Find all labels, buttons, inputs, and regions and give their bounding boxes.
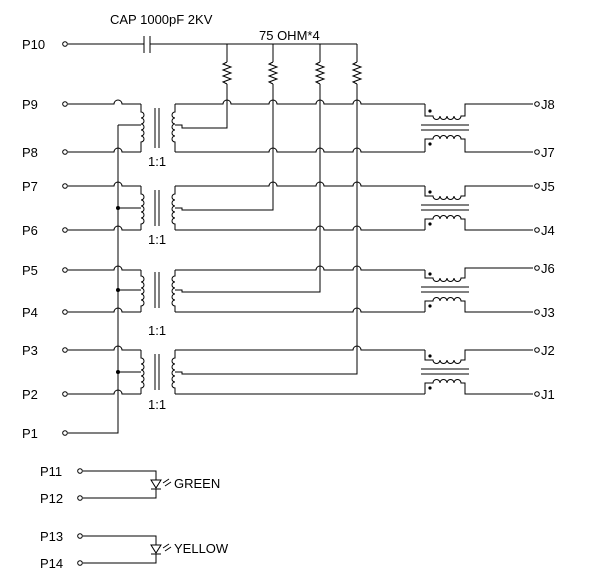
pin-label-p7: P7: [22, 179, 38, 194]
trace-p3: [68, 345, 425, 351]
pin-label-j3: J3: [541, 305, 555, 320]
trace-p9: [68, 99, 425, 105]
pin-terminal-p4: [62, 309, 68, 315]
pin-terminal-j8: [534, 101, 540, 107]
transformer-2: 1:1: [140, 103, 274, 247]
ratio-label-4: 1:1: [148, 397, 166, 412]
trace-p7: [68, 181, 425, 187]
green-led-label: GREEN: [174, 476, 220, 491]
yellow-led-label: YELLOW: [174, 541, 229, 556]
ratio-label-2: 1:1: [148, 232, 166, 247]
resistor-network: [221, 44, 363, 103]
ratio-label-3: 1:1: [148, 323, 166, 338]
pin-label-p3: P3: [22, 343, 38, 358]
pin-terminal-p1: [62, 430, 68, 436]
pin-terminal-j4: [534, 227, 540, 233]
choke-4: [421, 349, 533, 395]
pin-label-p13: P13: [40, 529, 63, 544]
pin-terminal-j2: [534, 347, 540, 353]
transformer-1: 1:1: [140, 103, 228, 169]
pin-terminal-p5: [62, 267, 68, 273]
pin-label-p6: P6: [22, 223, 38, 238]
pin-terminal-p11: [77, 468, 83, 474]
choke-2: [421, 185, 533, 231]
left-pins: P10 P9 P8 P7 P6 P5 P4 P3 P2 P1 P11 P12 P…: [22, 37, 83, 571]
pin-label-p12: P12: [40, 491, 63, 506]
trace-p6: [68, 225, 425, 231]
pin-terminal-j7: [534, 149, 540, 155]
pin-terminal-p3: [62, 347, 68, 353]
pin-terminal-j6: [534, 265, 540, 271]
pin-terminal-p6: [62, 227, 68, 233]
pin-terminal-p13: [77, 533, 83, 539]
pin-terminal-p9: [62, 101, 68, 107]
pin-terminal-j1: [534, 391, 540, 397]
pin-label-j6: J6: [541, 261, 555, 276]
trace-p1: [68, 420, 119, 434]
green-led: GREEN: [83, 470, 220, 499]
pin-label-j7: J7: [541, 145, 555, 160]
trace-p8: [68, 147, 425, 153]
pin-terminal-j5: [534, 183, 540, 189]
pin-terminal-j3: [534, 309, 540, 315]
ratio-label-1: 1:1: [148, 154, 166, 169]
pin-terminal-p10: [62, 41, 68, 47]
pin-label-p8: P8: [22, 145, 38, 160]
signal-lines: [68, 99, 425, 434]
capacitor-label: CAP 1000pF 2KV: [110, 12, 213, 27]
pin-terminal-p8: [62, 149, 68, 155]
resistor-4: [351, 44, 363, 103]
pin-label-p9: P9: [22, 97, 38, 112]
pin-terminal-p2: [62, 391, 68, 397]
pin-terminal-p14: [77, 560, 83, 566]
pin-terminal-p7: [62, 183, 68, 189]
pin-label-j4: J4: [541, 223, 555, 238]
choke-1: [421, 103, 533, 153]
pin-terminal-p12: [77, 495, 83, 501]
transformer-3: 1:1: [140, 103, 321, 338]
pin-label-p5: P5: [22, 263, 38, 278]
trace-p2: [68, 389, 425, 395]
choke-3: [421, 267, 533, 313]
capacitor-network: [68, 36, 357, 53]
trace-p5: [68, 265, 425, 271]
pin-label-j2: J2: [541, 343, 555, 358]
transformer-4: 1:1: [140, 103, 358, 412]
right-pins: J8 J7 J5 J4 J6 J3 J2 J1: [534, 97, 555, 402]
pin-label-p14: P14: [40, 556, 63, 571]
pin-label-p1: P1: [22, 426, 38, 441]
center-tap-bus: [116, 124, 141, 420]
pin-label-p4: P4: [22, 305, 38, 320]
pin-label-j8: J8: [541, 97, 555, 112]
pin-label-p2: P2: [22, 387, 38, 402]
pin-label-p11: P11: [40, 464, 62, 479]
resistor-label: 75 OHM*4: [259, 28, 320, 43]
pin-label-j5: J5: [541, 179, 555, 194]
pin-label-p10: P10: [22, 37, 45, 52]
yellow-led: YELLOW: [83, 535, 229, 564]
trace-p4: [68, 307, 425, 313]
resistor-1: [221, 44, 233, 103]
resistor-2: [267, 44, 279, 103]
pin-label-j1: J1: [541, 387, 555, 402]
resistor-3: [314, 44, 326, 103]
